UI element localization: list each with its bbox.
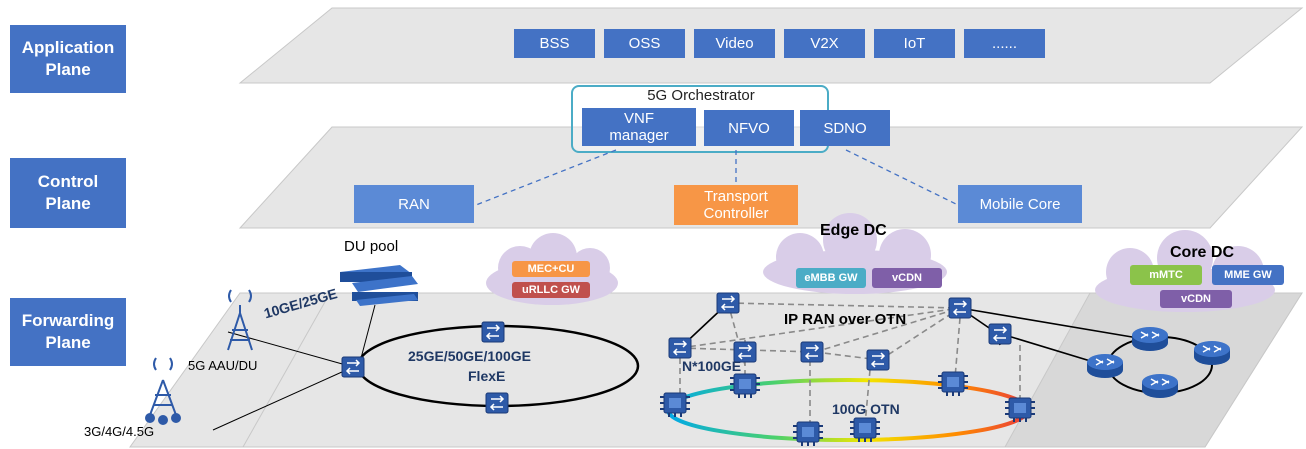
edge-vcdn-badge: vCDN (872, 268, 942, 288)
transport-controller-line1: Transport (704, 188, 768, 205)
flexe-label: FlexE (468, 368, 506, 384)
5g-tower (227, 289, 253, 351)
ipran-switch-6 (948, 297, 972, 319)
app-bss: BSS (514, 29, 595, 58)
transport-controller: Transport Controller (674, 185, 798, 225)
edge-dc-label: Edge DC (820, 222, 887, 239)
control-plane-label: Control Plane (10, 158, 126, 228)
core-vcdn-badge: vCDN (1160, 290, 1232, 308)
core-router-4 (1141, 373, 1179, 399)
application-plane-label-line2: Plane (45, 60, 91, 79)
nfvo-box: NFVO (704, 110, 794, 146)
ipran-switch-1 (716, 292, 740, 314)
ipran-switch-7 (988, 323, 1012, 345)
urllc-gw-badge: uRLLC GW (512, 282, 590, 298)
ipran-switch-5 (866, 349, 890, 371)
mme-gw-badge: MME GW (1212, 265, 1284, 285)
flexe-switch-top (481, 321, 505, 343)
app-v2x: V2X (784, 29, 865, 58)
application-plane-label-line1: Application (21, 38, 115, 57)
control-plane-label-line2: Plane (45, 194, 91, 213)
legacy-tower (145, 357, 181, 425)
ipran-label: IP RAN over OTN (784, 311, 907, 328)
forwarding-plane-label-line2: Plane (45, 333, 91, 352)
core-router-2 (1193, 340, 1231, 366)
aau-label: 5G AAU/DU (188, 358, 258, 373)
ipran-switch-2 (668, 337, 692, 359)
n100ge-label: N*100GE (682, 358, 742, 374)
vnf-manager-box: VNF manager (582, 108, 696, 146)
mobile-core-controller: Mobile Core (958, 185, 1082, 223)
orchestrator-title: 5G Orchestrator (647, 87, 755, 104)
sdno-box: SDNO (800, 110, 890, 146)
vnf-manager-line2: manager (609, 127, 669, 144)
ipran-switch-4 (800, 341, 824, 363)
forwarding-plane-label: Forwarding Plane (10, 298, 126, 366)
du-pool-device (340, 265, 418, 306)
forwarding-plane-label-line1: Forwarding (21, 311, 115, 330)
app-oss: OSS (604, 29, 685, 58)
vnf-manager-line1: VNF (624, 110, 654, 127)
otn-label: 100G OTN (832, 401, 900, 417)
mec-cu-badge: MEC+CU (512, 261, 590, 277)
core-dc-label: Core DC (1170, 244, 1235, 261)
app-iot: IoT (874, 29, 955, 58)
flexe-speed-label: 25GE/50GE/100GE (408, 348, 531, 364)
du-pool-label: DU pool (344, 238, 399, 255)
flexe-switch-bottom (485, 392, 509, 414)
control-plane-label-line1: Control (37, 172, 99, 191)
application-plane-label: Application Plane (10, 25, 126, 93)
ran-controller: RAN (354, 185, 474, 223)
access-switch (341, 356, 365, 378)
legacy-label: 3G/4G/4.5G (84, 424, 155, 439)
app-video: Video (694, 29, 775, 58)
transport-controller-line2: Controller (703, 205, 769, 222)
core-router-1 (1131, 326, 1169, 352)
mmtc-badge: mMTC (1130, 265, 1202, 285)
app-more: ...... (964, 29, 1045, 58)
core-router-3 (1086, 353, 1124, 379)
embb-gw-badge: eMBB GW (796, 268, 866, 288)
